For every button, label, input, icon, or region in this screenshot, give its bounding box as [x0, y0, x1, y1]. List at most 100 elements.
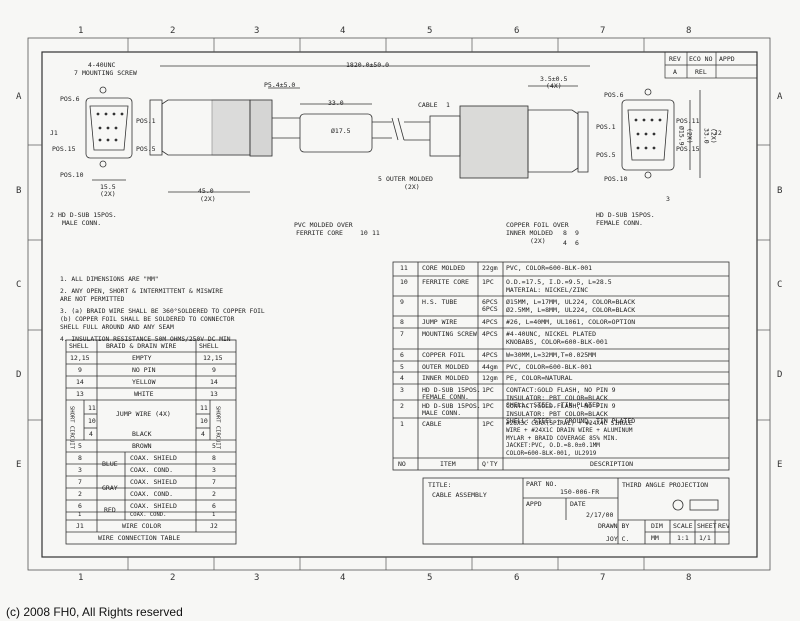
- wt-r2-l: 14: [76, 378, 84, 386]
- note-3a: 3. (a) BRAID WIRE SHALL BE 360°SOLDERED …: [60, 308, 265, 315]
- tb-part: 150-006-FR: [560, 488, 600, 496]
- wt-r14-l: J1: [76, 522, 84, 530]
- tb-date-label: DATE: [570, 500, 586, 508]
- wt-r6-l: 4: [89, 430, 93, 438]
- bom-row-desc-line: JACKET:PVC, O.D.=8.0±0.1MM: [506, 442, 600, 450]
- wt-r3-l: 13: [76, 390, 84, 398]
- wire-table-grid: [65, 339, 237, 545]
- width-15-5-count: (2X): [100, 190, 116, 198]
- wt-r14-m: WIRE COLOR: [122, 522, 162, 530]
- grid-col-2: 2: [170, 26, 176, 36]
- tb-scale-label: SCALE: [673, 522, 693, 530]
- bom-row-desc-line: Ø2.5MM, L=8MM, UL224, COLOR=BLACK: [506, 305, 636, 314]
- wt-r3-r: 13: [210, 390, 218, 398]
- bom-row-no: 10: [400, 278, 408, 286]
- grid-row-e-right: E: [777, 460, 783, 470]
- tb-title: CABLE ASSEMBLY: [432, 491, 487, 499]
- grid-col-7: 7: [600, 26, 606, 36]
- dim-15-9: Ø15.9: [677, 126, 686, 146]
- wt-r12-g: RED: [104, 506, 116, 514]
- wt-r8-l: 8: [78, 454, 82, 462]
- bom-row-item: MOUNTING SCREW: [422, 330, 477, 338]
- wt-r8-g: BLUE: [102, 460, 118, 468]
- bom-row-desc-line: PE, COLOR=NATURAL: [506, 374, 573, 382]
- pos1-right: POS.1: [596, 123, 616, 131]
- grid-col-6-bottom: 6: [514, 573, 520, 583]
- wt-r13-l: 1: [78, 512, 82, 518]
- bom-row-desc-line: W=30MM,L=32MM,T=0.025MM: [506, 351, 597, 359]
- grid-col-1-bottom: 1: [78, 573, 84, 583]
- title-block-grid: [422, 477, 730, 545]
- bom-h-desc: DESCRIPTION: [590, 460, 634, 468]
- length-45-count: (2X): [200, 195, 216, 203]
- pos6-right: POS.6: [604, 91, 624, 99]
- note-2b: ARE NOT PERMITTED: [60, 296, 125, 303]
- note-4: 4. INSULATION RESISTANCE 50M OHMS/250V D…: [60, 336, 231, 343]
- grid-row-d: D: [16, 370, 22, 380]
- tb-dim-label: DIM: [651, 522, 663, 530]
- wt-r2-m: YELLOW: [132, 378, 156, 386]
- grid-col-8-bottom: 8: [686, 573, 692, 583]
- bom-row-no: 7: [400, 330, 404, 338]
- note-3b: (b) COPPER FOIL SHALL BE SOLDERED TO CON…: [60, 316, 235, 323]
- tb-drawn-label: DRAWN BY: [598, 522, 630, 530]
- bom-row-desc-line: MATERIAL: NICKEL/ZINC: [506, 285, 589, 294]
- wt-r8-r: 8: [212, 454, 216, 462]
- wt-r13-m: COAX. COND.: [130, 512, 167, 518]
- hd-male-label: HD D-SUB 15POS.: [58, 211, 117, 219]
- grid-col-2-bottom: 2: [170, 573, 176, 583]
- wt-r5-r: 10: [200, 417, 208, 425]
- bom-row-desc-line: COLOR=600-BLK-001, UL2919: [506, 449, 597, 457]
- j1-label: J1: [50, 129, 58, 137]
- bom-row-qty: 4PCS: [482, 330, 498, 338]
- wt-footer: WIRE CONNECTION TABLE: [98, 534, 181, 542]
- grid-col-4-bottom: 4: [340, 573, 346, 583]
- bom-row-desc-line: SHELL: STEEL, TIN PLATED: [506, 401, 600, 409]
- revision-box: [664, 51, 758, 79]
- grid-col-1: 1: [78, 26, 84, 36]
- wt-r10-r: 7: [212, 478, 216, 486]
- bom-row-desc-line: PVC, COLOR=600-BLK-001: [506, 363, 593, 371]
- wt-r0-r: 12,15: [203, 354, 223, 362]
- pos5-right: POS.5: [596, 151, 616, 159]
- hd-female-label: HD D-SUB 15POS.: [596, 211, 655, 219]
- bom-row-no: 11: [400, 264, 408, 272]
- bom-h-qty: Q'TY: [482, 460, 498, 468]
- connector-pins: [96, 112, 662, 150]
- bom-row-qty: 12gm: [482, 374, 498, 382]
- tag-4: 4: [563, 239, 567, 247]
- bom-row-qty: 22gm: [482, 264, 498, 272]
- tb-dim: MM: [651, 534, 659, 542]
- copper-foil-count: (2X): [530, 237, 546, 245]
- bom-h-item: ITEM: [440, 460, 456, 468]
- hd-female-label2: FEMALE CONN.: [596, 219, 643, 227]
- dim-3-5: 3.5±0.5: [540, 75, 568, 83]
- tb-drawn: JOY C.: [606, 535, 630, 543]
- grid-col-8: 8: [686, 26, 692, 36]
- wt-short-right: SHORT CIRCUIT: [214, 406, 221, 450]
- note-3c: SHELL FULL AROUND AND ANY SEAM: [60, 324, 174, 331]
- pos1-left: POS.1: [136, 117, 156, 125]
- wt-r4-m: JUMP WIRE (4X): [116, 410, 171, 418]
- wt-r4-r: 11: [200, 404, 208, 412]
- note-2: 2. ANY OPEN, SHORT & INTERMITTENT & MISW…: [60, 288, 224, 295]
- bom-row-qty: 1PC: [482, 278, 494, 286]
- dim-15-9-count: (2X): [685, 128, 694, 144]
- wt-r10-l: 7: [78, 478, 82, 486]
- bom-row-no: 3: [400, 386, 404, 394]
- grid-row-c: C: [16, 280, 22, 290]
- wt-r13-r: 1: [212, 512, 216, 518]
- overall-length: 1820.0±50.0: [346, 61, 390, 69]
- grid-col-3: 3: [254, 26, 260, 36]
- wt-r1-m: NO PIN: [132, 366, 156, 374]
- note-1: 1. ALL DIMENSIONS ARE "MM": [60, 276, 159, 283]
- grid-row-d-right: D: [777, 370, 783, 380]
- wt-r9-m: COAX. COND.: [130, 466, 174, 474]
- bom-row-no: 5: [400, 363, 404, 371]
- tb-part-label: PART NO.: [526, 480, 558, 488]
- appd-header: APPD: [719, 55, 735, 63]
- pos15-right: POS.15: [676, 145, 700, 153]
- bom-row-no: 4: [400, 374, 404, 382]
- grid-col-5: 5: [427, 26, 433, 36]
